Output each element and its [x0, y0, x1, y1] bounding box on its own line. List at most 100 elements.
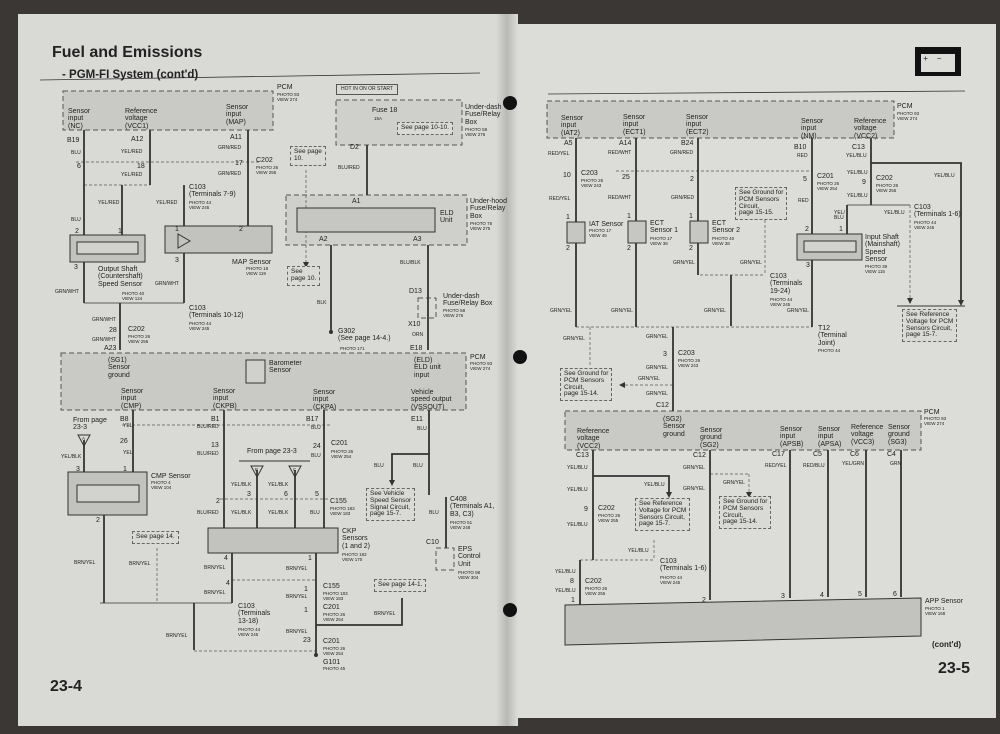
left-wire-color-label: YEL [123, 423, 133, 429]
left-pin-label: 28 [109, 327, 117, 334]
left-component-label: C155 [323, 583, 340, 590]
left-pin-label: A23 [104, 345, 117, 352]
right-wire-color-label: YEL/BLU [884, 210, 905, 216]
right-photo-reference: PHOTO 44 VIEW 245 [770, 297, 793, 307]
right-component-label: (SG2) Sensor ground [663, 416, 686, 438]
right-component-label: Input Shaft (Mainshaft) Speed Sensor [865, 234, 901, 264]
left-component-label: G302 (See page 14-4.) [338, 328, 391, 343]
right-wire-color-label: GRN/YEL [673, 260, 695, 266]
right-component-label: Sensor input (IAT2) [561, 115, 584, 137]
right-pin-label: C17 [772, 451, 785, 458]
arrowheads [303, 262, 964, 657]
battery-icon: + − [915, 47, 961, 76]
right-component-label: Sensor input (APSB) [780, 426, 804, 448]
right-photo-reference: PHOTO 26 VIEW 255 [585, 586, 608, 596]
right-component-label: C103 (Terminals 1-6) [660, 558, 707, 573]
binding-hole [513, 350, 527, 364]
right-photo-reference: PHOTO 26 VIEW 255 [876, 183, 899, 193]
left-wire-color-label: BLU/RED [197, 510, 219, 516]
left-component-label: C408 (Terminals A1, B3, C3) [450, 496, 495, 518]
right-component-label: Sensor ground (SG2) [700, 427, 723, 449]
right-pin-label: B10 [794, 144, 807, 151]
right-wire-color-label: YEL/BLU [555, 569, 576, 575]
left-pin-label: 6 [284, 491, 288, 498]
right-component-label: APP Sensor [925, 598, 964, 605]
right-component-label: C103 (Terminals 19-24) [770, 273, 803, 295]
right-component-label: C201 [817, 173, 834, 180]
left-cross-reference-box: See page 14. [132, 531, 179, 544]
right-component-label: C202 [598, 505, 615, 512]
left-photo-reference: PHOTO 183 VIEW 183 [323, 591, 348, 601]
left-wire-color-label: BRN/YEL [374, 611, 396, 617]
left-cross-reference-box: See Vehicle Speed Sensor Signal Circuit,… [366, 488, 416, 522]
left-photo-reference: PHOTO 183 VIEW 183 [330, 506, 355, 516]
left-pin-label: 5 [315, 491, 319, 498]
left-component-label: EPS Control Unit [458, 546, 481, 568]
page-number-left: 23-4 [50, 678, 83, 695]
right-wire-color-label: YEL/BLU [847, 170, 868, 176]
right-pin-label: 1 [571, 597, 575, 604]
left-pin-label: A2 [319, 236, 328, 243]
right-pin-label: 5 [803, 176, 807, 183]
right-component-label: C103 (Terminals 1-6) [914, 204, 961, 219]
right-wire-color-label: YEL/BLU [567, 487, 588, 493]
left-wire-color-label: BLU/BLK [400, 260, 421, 266]
right-component-label: C203 [678, 350, 695, 357]
right-component-label: ECT Sensor 1 [650, 220, 679, 235]
left-wire-color-label: BRN/YEL [74, 560, 96, 566]
right-pin-label: 8 [570, 578, 574, 585]
left-photo-reference: PHOTO 93 VIEW 274 [470, 361, 493, 371]
left-wire-color-label: BRN/YEL [204, 590, 226, 596]
left-pin-label: B17 [306, 416, 319, 423]
left-photo-reference: PHOTO 182 VIEW 170 [342, 552, 367, 562]
right-wire-color-label: GRN [890, 461, 902, 467]
left-photo-reference: 15A [374, 116, 383, 121]
right-photo-reference: PHOTO 44 VIEW 245 [914, 220, 937, 230]
right-pin-label: 1 [627, 213, 631, 220]
right-pin-label: C5 [813, 451, 822, 458]
left-pin-label: 2 [96, 517, 100, 524]
right-cross-reference-box: See Ground for PCM Sensors Circuit, page… [735, 187, 788, 221]
left-pin-label: A11 [230, 134, 242, 141]
right-photo-reference: PHOTO 17 VIEW 45 [589, 228, 612, 238]
binding-hole [503, 603, 517, 617]
left-photo-reference: A [82, 436, 86, 441]
left-photo-reference: PHOTO 4 VIEW 104 [151, 480, 172, 490]
right-component-label: Sensor input (ECT2) [686, 114, 709, 136]
left-pin-label: A12 [131, 136, 144, 143]
right-wire-color-label: RED/WHT [608, 150, 632, 156]
left-wire-color-label: YEL [123, 450, 133, 456]
continued-label: (cont'd) [932, 640, 962, 649]
right-wire-color-label: GRN/RED [671, 195, 695, 201]
left-photo-reference: PHOTO 93 VIEW 274 [277, 92, 300, 102]
left-pin-label: X10 [408, 321, 421, 328]
right-photo-reference: PHOTO 93 VIEW 274 [897, 111, 920, 121]
right-component-label: C202 [876, 175, 893, 182]
right-photo-reference: PHOTO 93 VIEW 274 [924, 416, 947, 426]
right-pin-label: 2 [702, 597, 706, 604]
right-pin-label: 4 [820, 592, 824, 599]
left-wire-color-label: YEL/BLK [268, 510, 289, 516]
right-photo-reference: PHOTO 40 VIEW 38 [712, 236, 735, 246]
right-photo-reference: PHOTO 44 [818, 348, 841, 353]
right-pin-label: C13 [576, 452, 589, 459]
right-component-label: PCM [924, 409, 940, 416]
right-cross-reference-box: See Reference Voltage for PCM Sensors Ci… [902, 309, 958, 343]
left-pin-label: 2 [239, 226, 243, 233]
right-pin-label: 3 [781, 593, 785, 600]
left-wire-color-label: BLK [317, 300, 327, 306]
right-wire-color-label: GRN/YEL [638, 376, 660, 382]
left-photo-reference: PHOTO 44 VIEW 245 [238, 627, 261, 637]
right-photo-reference: PHOTO 26 VIEW 243 [581, 178, 604, 188]
left-wire-color-label: YEL/BLK [61, 454, 82, 460]
left-component-label: (SG1) Sensor ground [108, 357, 131, 379]
left-component-label: Vehicle speed output (VSSOUT) [411, 389, 452, 411]
right-wire-color-label: RED/YEL [765, 463, 787, 469]
left-component-label: PCM [470, 354, 486, 361]
left-wire-color-label: BLU [413, 463, 423, 469]
left-pin-label: B8 [120, 416, 129, 423]
left-component-label: From page 23-3 [247, 448, 297, 455]
right-pin-label: 9 [862, 179, 866, 186]
left-photo-reference: PHOTO 26 VIEW 254 [331, 449, 354, 459]
left-component-label: C202 [256, 157, 273, 164]
